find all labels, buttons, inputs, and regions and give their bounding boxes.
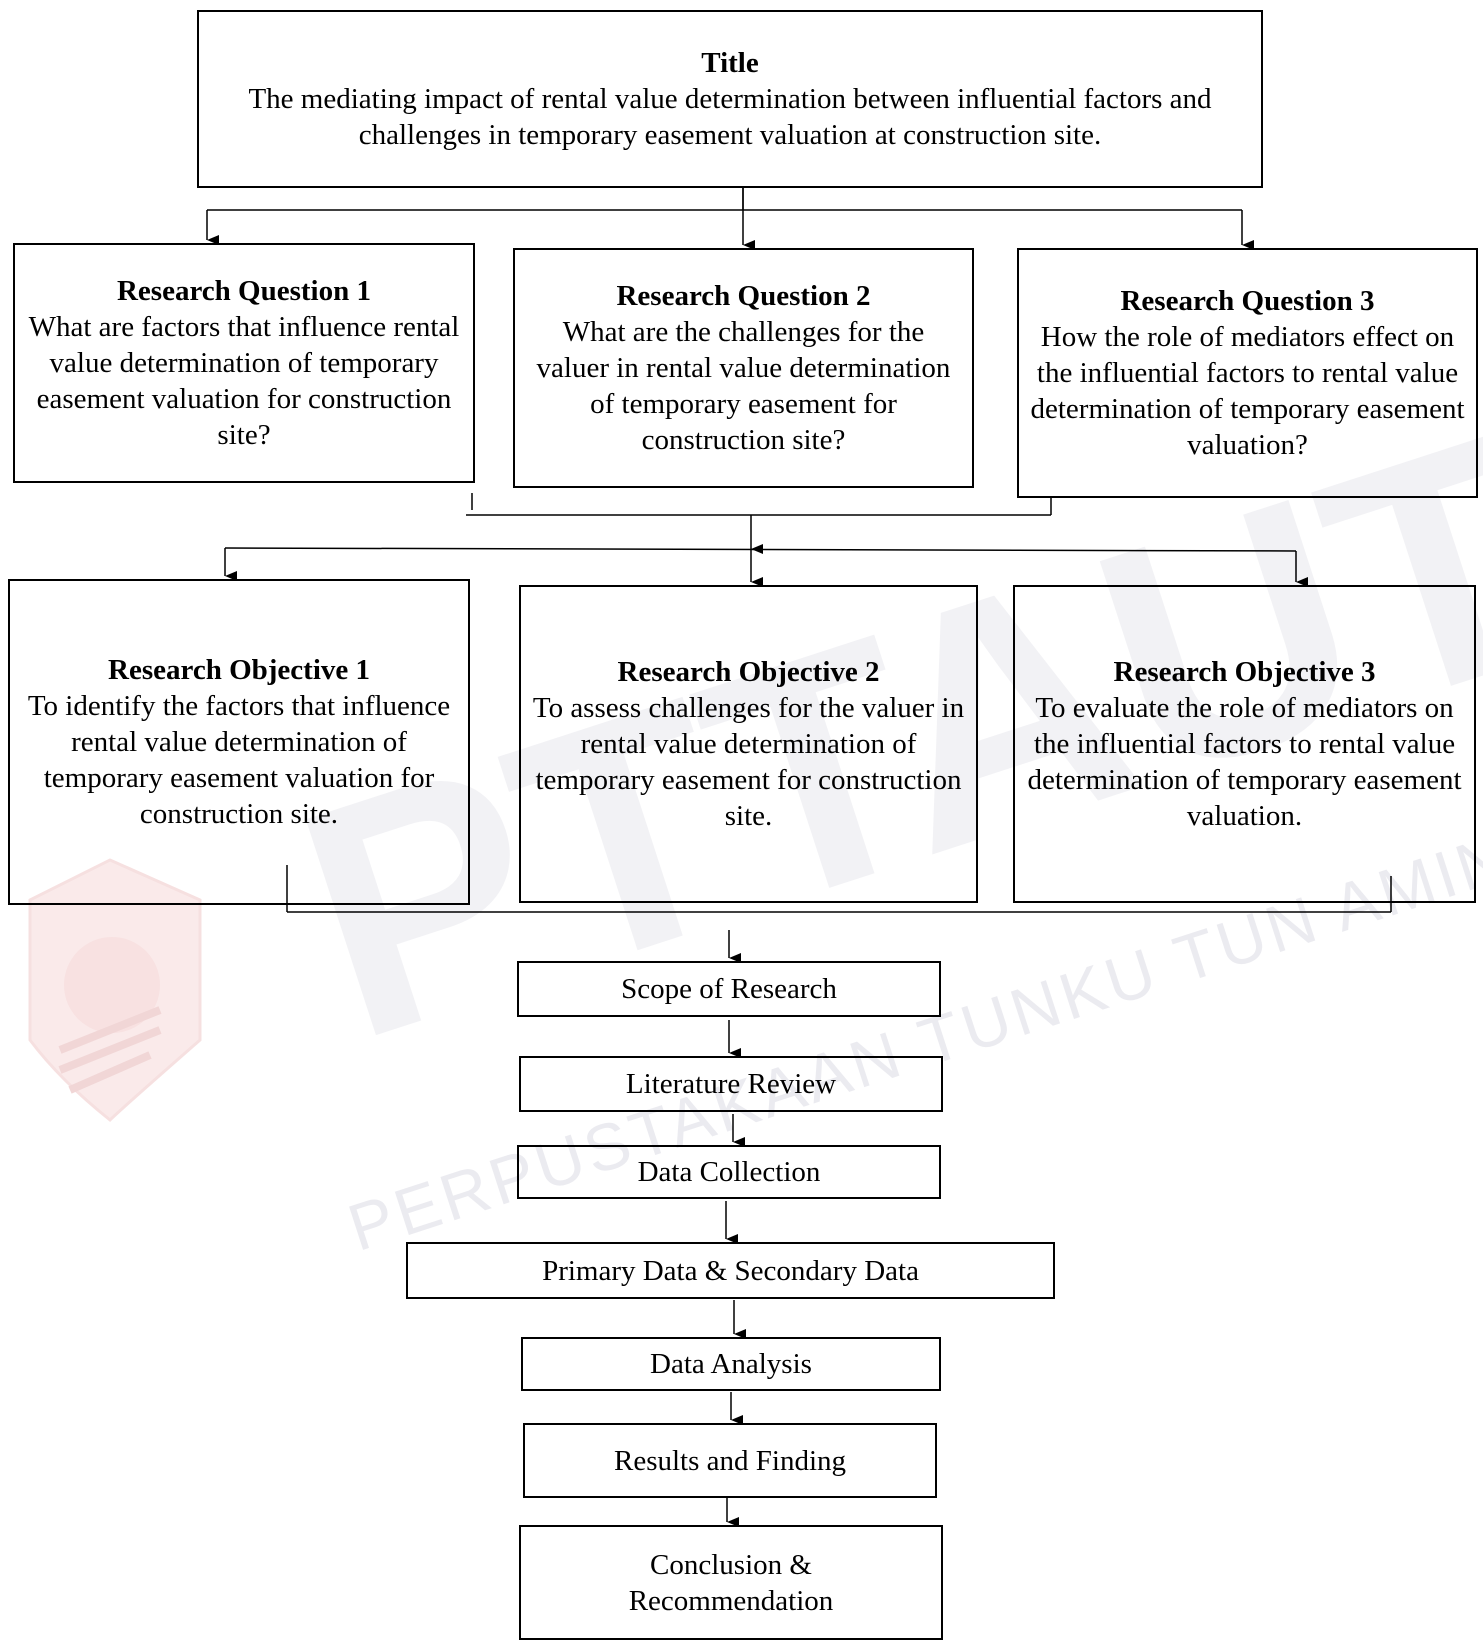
title-heading: Title xyxy=(701,47,759,79)
research-objective-heading: Research Objective 2 xyxy=(617,656,880,688)
research-objective-3-box: Research Objective 3 To evaluate the rol… xyxy=(1013,585,1476,903)
research-objective-text: To assess challenges for the valuer in r… xyxy=(532,692,965,832)
step-literature-review: Literature Review xyxy=(519,1056,943,1112)
title-text: The mediating impact of rental value det… xyxy=(248,83,1212,151)
research-question-3-box: Research Question 3 How the role of medi… xyxy=(1017,248,1478,498)
step-conclusion-recommendation: Conclusion & Recommendation xyxy=(519,1525,943,1640)
research-question-text: What are the challenges for the valuer i… xyxy=(536,316,951,456)
research-question-heading: Research Question 3 xyxy=(1120,285,1375,317)
research-objective-text: To evaluate the role of mediators on the… xyxy=(1027,692,1462,832)
research-question-text: How the role of mediators effect on the … xyxy=(1030,321,1465,461)
research-question-text: What are factors that influence rental v… xyxy=(28,311,460,451)
ro-bus-line xyxy=(224,547,1297,552)
research-objective-2-box: Research Objective 2 To assess challenge… xyxy=(519,585,978,903)
research-objective-heading: Research Objective 3 xyxy=(1113,656,1376,688)
title-box: Title The mediating impact of rental val… xyxy=(197,10,1263,188)
step-data-analysis: Data Analysis xyxy=(521,1337,941,1391)
research-question-1-box: Research Question 1 What are factors tha… xyxy=(13,243,475,483)
research-question-heading: Research Question 1 xyxy=(116,275,371,307)
research-question-2-box: Research Question 2 What are the challen… xyxy=(513,248,974,488)
research-objective-heading: Research Objective 1 xyxy=(108,654,370,686)
research-objective-1-box: Research Objective 1 To identify the fac… xyxy=(8,579,470,905)
research-question-heading: Research Question 2 xyxy=(616,280,871,312)
step-primary-secondary-data: Primary Data & Secondary Data xyxy=(406,1242,1055,1299)
step-scope-of-research: Scope of Research xyxy=(517,961,941,1017)
research-objective-text: To identify the factors that influence r… xyxy=(27,690,451,830)
step-data-collection: Data Collection xyxy=(517,1145,941,1199)
step-results-and-finding: Results and Finding xyxy=(523,1423,937,1498)
